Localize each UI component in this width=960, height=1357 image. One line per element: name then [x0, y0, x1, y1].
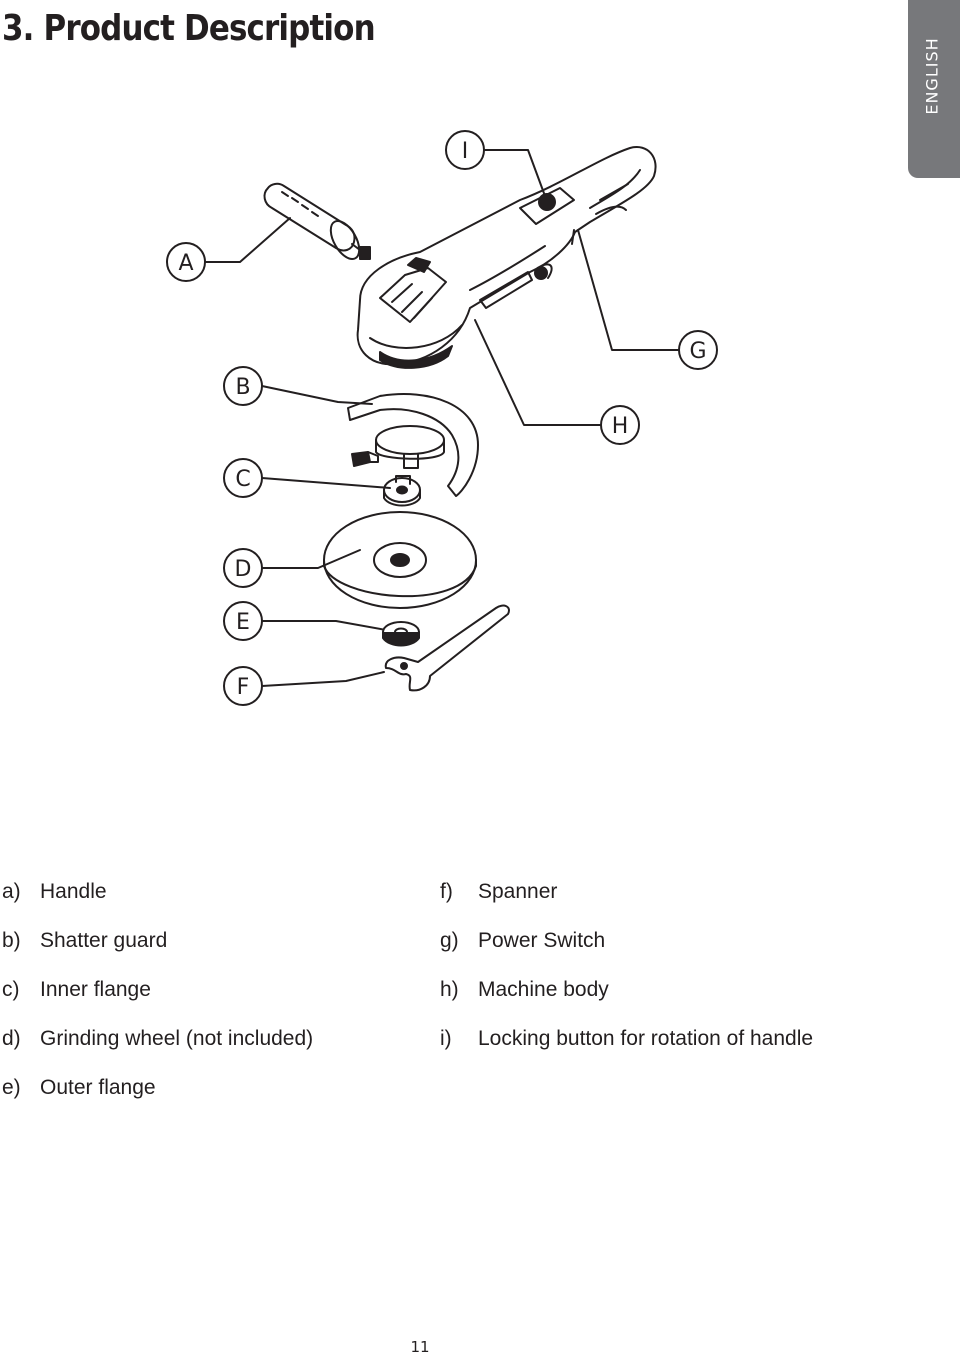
callout-label-g: G	[689, 339, 706, 364]
callout-label-b: B	[235, 375, 250, 400]
callout-e	[223, 601, 387, 641]
outer-flange-drawing	[382, 621, 420, 647]
callout-label-h: H	[612, 414, 629, 439]
legend-item: e) Outer flange	[2, 1076, 156, 1100]
callout-f	[223, 666, 385, 706]
cable-drawing	[571, 229, 575, 245]
page-number: 11	[410, 1338, 430, 1356]
callout-i	[445, 130, 546, 197]
callout-d	[223, 548, 361, 588]
legend-text: Inner flange	[40, 978, 151, 1001]
legend-item: a) Handle	[2, 880, 107, 904]
callout-label-a: A	[178, 251, 193, 276]
legend-key: g)	[440, 929, 459, 952]
callout-g	[577, 229, 718, 370]
product-diagram: I A G B H C D E F	[166, 130, 718, 706]
legend-text: Grinding wheel (not included)	[40, 1027, 314, 1050]
legend-text: Outer flange	[40, 1076, 156, 1099]
legend-item: h) Machine body	[440, 978, 609, 1002]
legend-item: b) Shatter guard	[2, 929, 167, 953]
legend-item: i) Locking button for rotation of handle	[440, 1027, 813, 1051]
legend-key: e)	[2, 1076, 21, 1099]
legend-text: Handle	[40, 880, 107, 903]
callout-label-f: F	[237, 675, 250, 700]
shatter-guard-drawing	[347, 393, 479, 497]
callout-h	[474, 319, 640, 445]
legend-key: h)	[440, 978, 459, 1001]
legend-left: a)Handle b)Shatter guard c)Inner flange …	[2, 880, 422, 1110]
legend-item: g) Power Switch	[440, 929, 605, 953]
legend-item: d) Grinding wheel (not included)	[2, 1027, 313, 1051]
callout-label-e: E	[236, 610, 250, 635]
screw-drawing	[351, 451, 379, 467]
side-handle-drawing	[263, 182, 371, 260]
callout-c	[223, 458, 391, 498]
legend-item: c) Inner flange	[2, 978, 151, 1002]
legend-key: d)	[2, 1027, 21, 1050]
page-title: 3. Product Description	[2, 8, 376, 49]
legend-text: Machine body	[478, 978, 609, 1001]
legend-key: c)	[2, 978, 20, 1001]
inner-flange-drawing	[383, 475, 421, 507]
legend-text: Locking button for rotation of handle	[478, 1027, 814, 1050]
legend-text: Spanner	[478, 880, 558, 903]
legend-key: i)	[440, 1027, 452, 1050]
legend-key: a)	[2, 880, 21, 903]
legend-text: Power Switch	[478, 929, 606, 952]
legend-key: b)	[2, 929, 21, 952]
callout-label-c: C	[235, 467, 250, 492]
spanner-drawing	[384, 604, 510, 692]
legend-right: f)Spanner g)Power Switch h)Machine body …	[440, 880, 940, 1060]
machine-body-drawing	[356, 146, 657, 369]
grinding-wheel-drawing	[323, 511, 477, 609]
legend-key: f)	[440, 880, 453, 903]
callout-label-i: I	[462, 139, 469, 164]
callout-a	[166, 217, 291, 282]
legend-item: f) Spanner	[440, 880, 557, 904]
language-tab: ENGLISH	[908, 0, 960, 178]
callout-label-d: D	[235, 557, 252, 582]
legend-text: Shatter guard	[40, 929, 168, 952]
